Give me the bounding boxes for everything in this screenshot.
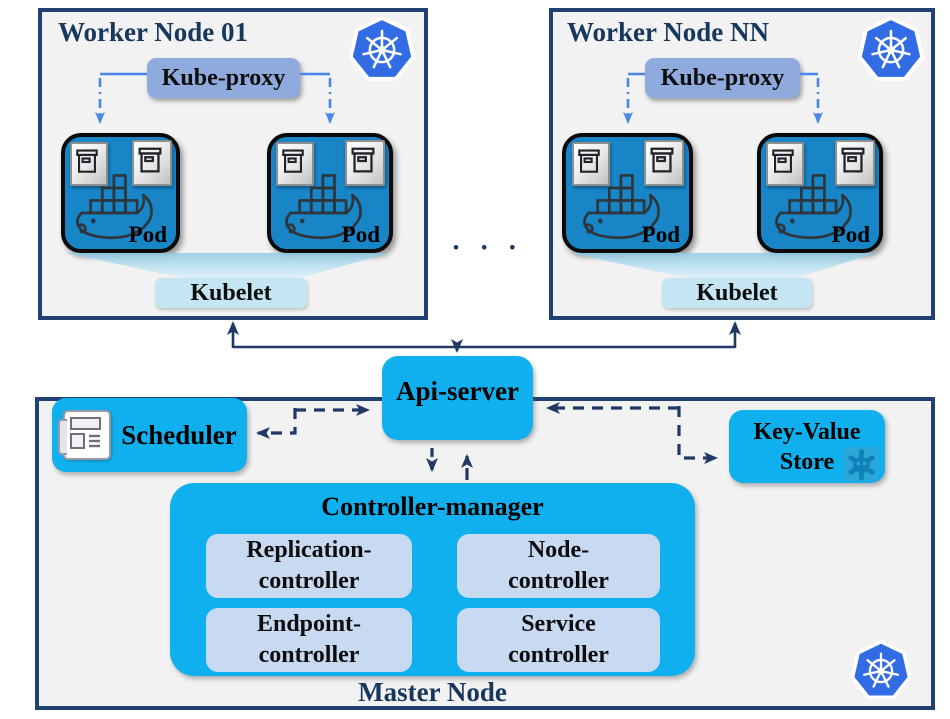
docker-whale-icon bbox=[775, 174, 852, 240]
node-controller-card: Node- controller bbox=[457, 534, 660, 598]
kubelet-label: Kubelet bbox=[190, 279, 272, 306]
container-icon bbox=[132, 140, 172, 186]
container-icon bbox=[835, 140, 875, 186]
kubernetes-logo-icon bbox=[857, 16, 925, 81]
master-node-panel: Scheduler Key-Value Store Controller-man… bbox=[35, 397, 935, 710]
controller-label: Endpoint- bbox=[256, 611, 362, 637]
container-icon bbox=[276, 142, 314, 186]
controller-label: controller bbox=[508, 568, 609, 594]
replication-controller-card: Replication- controller bbox=[206, 534, 412, 598]
service-controller-card: Service controller bbox=[457, 608, 660, 672]
pod: Pod bbox=[757, 133, 883, 253]
kubernetes-logo-icon bbox=[348, 16, 416, 81]
pod-label: Pod bbox=[831, 222, 870, 247]
etcd-gear-icon bbox=[844, 447, 879, 481]
docker-whale-icon bbox=[582, 174, 660, 240]
kubelet-label: Kubelet bbox=[696, 279, 778, 306]
kube-proxy-box: Kube-proxy bbox=[147, 58, 300, 98]
container-icon bbox=[572, 142, 610, 186]
controller-label: Replication- bbox=[246, 537, 372, 563]
pod-label: Pod bbox=[641, 222, 680, 247]
pod-label: Pod bbox=[341, 222, 380, 247]
scheduler-box: Scheduler bbox=[52, 398, 247, 472]
controller-manager-box: Controller-manager Replication- controll… bbox=[170, 483, 695, 676]
container-icon bbox=[70, 142, 108, 186]
master-node-label: Master Node bbox=[358, 677, 507, 707]
controller-label: controller bbox=[508, 642, 609, 668]
controller-label: controller bbox=[258, 568, 360, 594]
docker-whale-icon bbox=[75, 174, 153, 240]
api-server-box: Api-server bbox=[382, 356, 533, 440]
key-value-store-label-line2: Store bbox=[779, 448, 835, 475]
pod-kubelet-fan bbox=[66, 253, 390, 278]
kubelet-box: Kubelet bbox=[155, 278, 307, 308]
worker-api-connector bbox=[227, 321, 741, 353]
key-value-store-box: Key-Value Store bbox=[729, 410, 885, 483]
container-icon bbox=[644, 140, 684, 186]
pod: Pod bbox=[267, 133, 393, 253]
worker-node-nn-panel: Worker Node NN Kube-proxy bbox=[549, 8, 935, 320]
docker-whale-icon bbox=[285, 174, 362, 240]
kubelet-box: Kubelet bbox=[662, 278, 812, 308]
worker-node-01-title: Worker Node 01 bbox=[58, 17, 248, 47]
pod: Pod bbox=[61, 133, 180, 253]
pod-kubelet-fan bbox=[570, 253, 876, 278]
api-server-label: Api-server bbox=[396, 375, 519, 406]
controller-label: Service bbox=[521, 611, 596, 637]
pod: Pod bbox=[562, 133, 693, 253]
kube-proxy-label: Kube-proxy bbox=[660, 64, 785, 91]
controller-manager-label: Controller-manager bbox=[321, 492, 544, 521]
container-icon bbox=[766, 142, 804, 186]
more-nodes-ellipsis: • • • bbox=[453, 238, 525, 257]
kubernetes-logo-icon bbox=[850, 640, 912, 700]
controller-label: controller bbox=[258, 642, 360, 668]
kube-proxy-label: Kube-proxy bbox=[161, 64, 286, 91]
worker-node-nn-title: Worker Node NN bbox=[567, 17, 769, 47]
kube-proxy-box: Kube-proxy bbox=[645, 58, 800, 98]
worker-node-01-panel: Worker Node 01 Kube-proxy bbox=[38, 8, 428, 320]
newspaper-icon bbox=[58, 410, 111, 460]
endpoint-controller-card: Endpoint- controller bbox=[206, 608, 412, 672]
scheduler-label: Scheduler bbox=[121, 419, 237, 450]
container-icon bbox=[345, 140, 385, 186]
controller-label: Node- bbox=[527, 537, 590, 563]
key-value-store-label-line1: Key-Value bbox=[753, 418, 861, 445]
pod-label: Pod bbox=[128, 222, 167, 247]
